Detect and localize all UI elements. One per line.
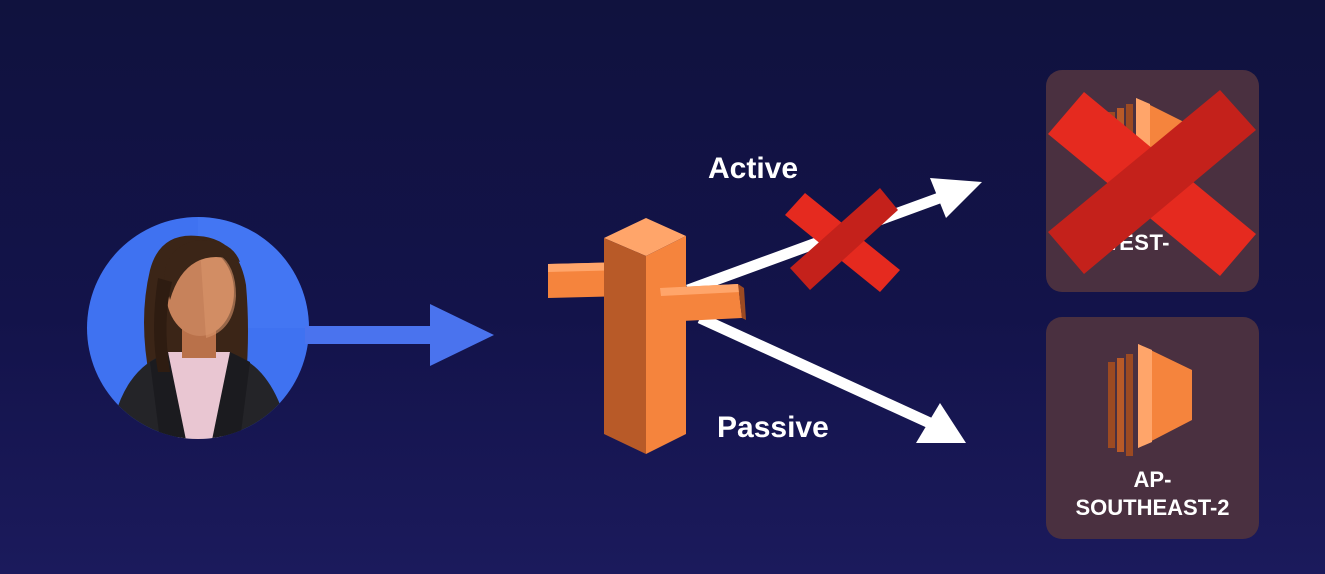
active-route-failure-x-icon — [785, 188, 900, 292]
failed-region-label: -WEST- — [1090, 230, 1170, 255]
active-route-label: Active — [708, 152, 799, 185]
ec2-instance-icon — [1108, 344, 1192, 456]
passive-route-label: Passive — [717, 411, 829, 444]
region-box-healthy — [1046, 317, 1259, 539]
healthy-region-label: AP- SOUTHEAST-2 — [1075, 467, 1230, 520]
passive-route-arrow — [697, 312, 966, 443]
active-route-arrow — [686, 178, 982, 296]
user-avatar-icon — [87, 217, 309, 439]
user-to-dns-arrow — [305, 304, 494, 366]
region-box-failed — [1046, 70, 1259, 292]
route53-dns-icon — [548, 218, 746, 454]
